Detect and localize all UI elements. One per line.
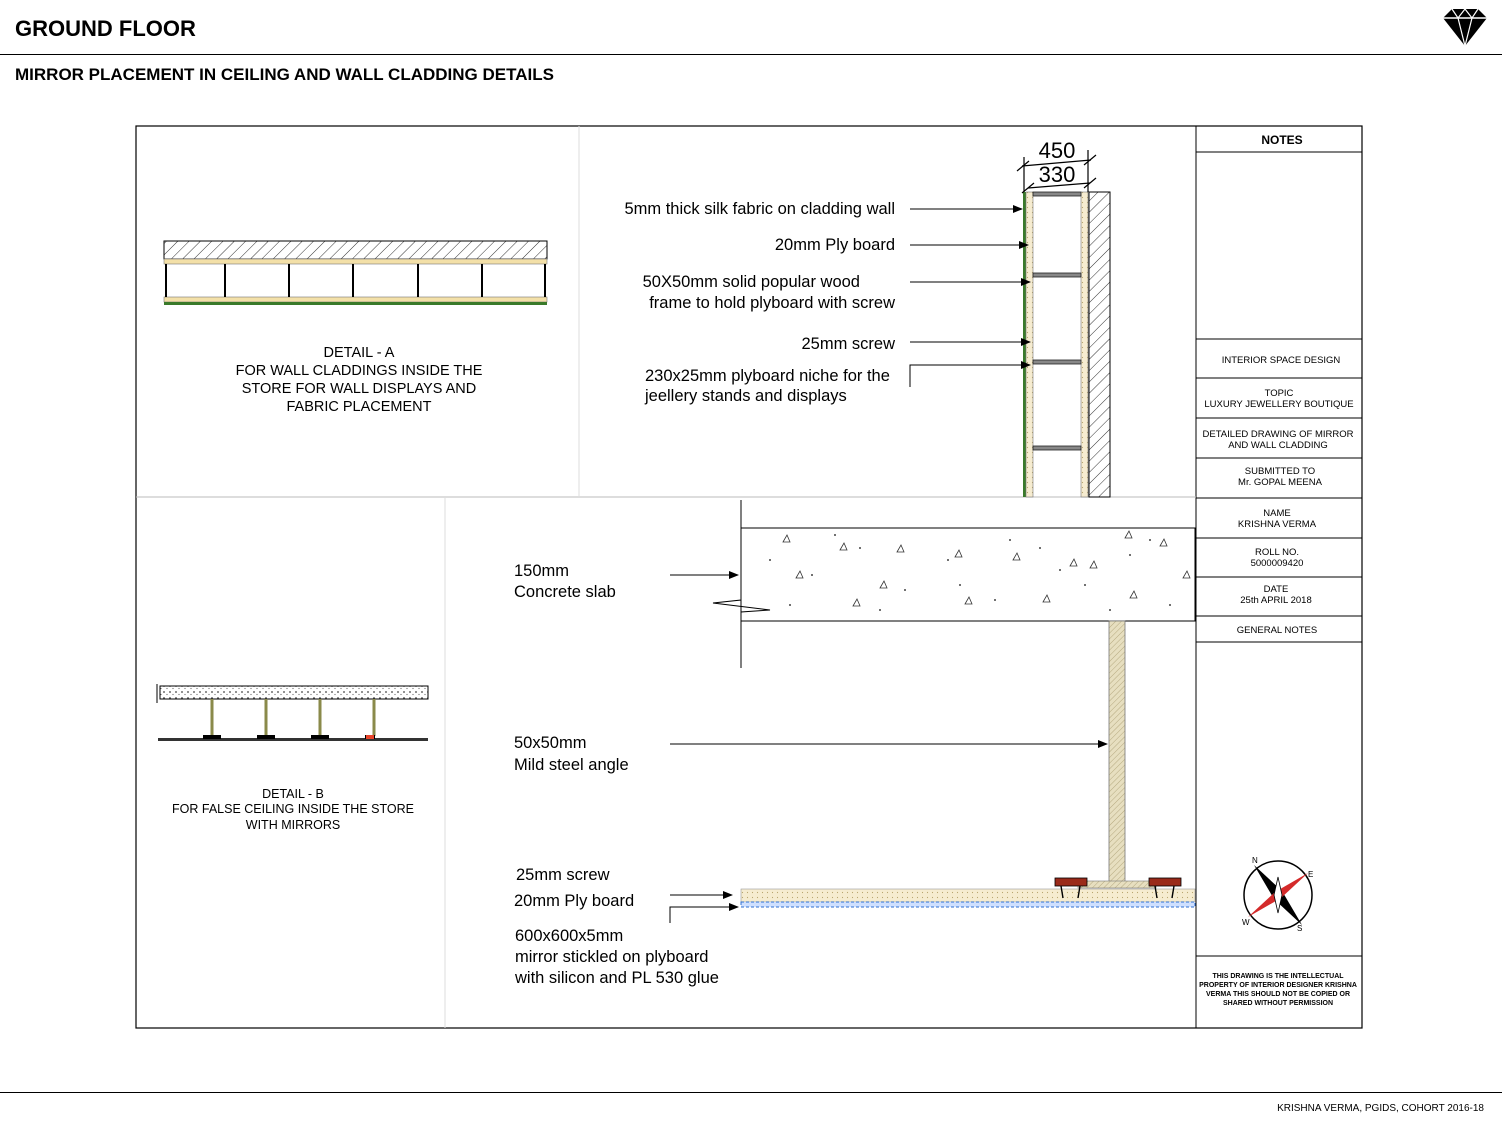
svg-text:5000009420: 5000009420: [1251, 558, 1304, 569]
tb-name: NAME: [1263, 508, 1290, 519]
svg-text:VERMA THIS SHOULD NOT BE COPIE: VERMA THIS SHOULD NOT BE COPIED OR: [1206, 991, 1350, 998]
tb-date: DATE: [1264, 584, 1289, 595]
svg-text:frame to hold plyboard with s: frame to hold plyboard with screw: [649, 294, 895, 312]
detail-a-mini-section: [163, 240, 548, 305]
svg-text:Mr. GOPAL MEENA: Mr. GOPAL MEENA: [1238, 477, 1323, 488]
detail-b-caption: DETAIL - B FOR FALSE CEILING INSIDE THE …: [172, 787, 414, 832]
label-b-screw: 25mm screw: [516, 866, 610, 884]
dimension-330: 330: [1039, 162, 1076, 187]
notes-heading: NOTES: [1261, 133, 1302, 147]
disclaimer: THIS DRAWING IS THE INTELLECTUAL PROPERT…: [1199, 973, 1357, 1007]
label-concrete-slab: 150mm: [514, 562, 569, 580]
detail-b-leaders: [669, 571, 1108, 923]
compass-w: W: [1242, 918, 1250, 927]
compass-n: N: [1252, 856, 1258, 865]
compass-rose-icon: N E S W: [1242, 856, 1313, 933]
svg-text:LUXURY JEWELLERY BOUTIQUE: LUXURY JEWELLERY BOUTIQUE: [1204, 399, 1353, 410]
svg-text:Concrete slab: Concrete slab: [514, 583, 616, 601]
detail-b-title: DETAIL - B: [262, 787, 324, 801]
tb-topic: TOPIC: [1265, 388, 1294, 399]
svg-text:STORE FOR WALL DISPLAYS AND: STORE FOR WALL DISPLAYS AND: [242, 381, 476, 397]
tb-submitted-to: SUBMITTED TO: [1245, 466, 1315, 477]
detail-a-wall-section: 450 330: [1016, 138, 1111, 498]
label-silk-fabric: 5mm thick silk fabric on cladding wall: [624, 200, 895, 218]
detail-b-ceiling-section: [712, 500, 1196, 908]
compass-e: E: [1308, 870, 1313, 879]
svg-text:KRISHNA VERMA: KRISHNA VERMA: [1238, 519, 1317, 530]
svg-text:jeellery stands and displays: jeellery stands and displays: [644, 387, 847, 405]
svg-text:mirror stickled on plyboard: mirror stickled on plyboard: [515, 948, 709, 966]
label-b-ply-board: 20mm Ply board: [514, 892, 634, 910]
tb-roll-no: ROLL NO.: [1255, 547, 1299, 558]
diamond-logo-icon: [1443, 8, 1487, 47]
footer-rule: [0, 1092, 1502, 1093]
svg-text:WITH MIRRORS: WITH MIRRORS: [246, 818, 340, 832]
svg-text:FABRIC PLACEMENT: FABRIC PLACEMENT: [286, 399, 431, 415]
svg-text:with silicon and PL 530 glue: with silicon and PL 530 glue: [514, 969, 719, 987]
tb-course: INTERIOR SPACE DESIGN: [1222, 355, 1341, 366]
compass-s: S: [1297, 924, 1302, 933]
label-ply-board: 20mm Ply board: [775, 236, 895, 254]
svg-text:FOR WALL CLADDINGS INSIDE THE: FOR WALL CLADDINGS INSIDE THE: [236, 363, 483, 379]
dimension-450: 450: [1039, 138, 1076, 163]
label-steel-angle: 50x50mm: [514, 734, 586, 752]
footer-credit: KRISHNA VERMA, PGIDS, COHORT 2016-18: [1277, 1103, 1484, 1114]
label-plyboard-niche: 230x25mm plyboard niche for the: [645, 367, 890, 385]
header-rule: [0, 54, 1502, 55]
svg-text:FOR FALSE CEILING INSIDE THE S: FOR FALSE CEILING INSIDE THE STORE: [172, 802, 414, 816]
detail-b-labels: 150mm Concrete slab 50x50mm Mild steel a…: [514, 562, 719, 987]
svg-text:SHARED WITHOUT PERMISSION: SHARED WITHOUT PERMISSION: [1223, 1000, 1333, 1007]
svg-text:25th APRIL 2018: 25th APRIL 2018: [1240, 595, 1311, 606]
detail-b-mini-section: [156, 684, 429, 741]
svg-text:AND WALL CLADDING: AND WALL CLADDING: [1228, 440, 1328, 451]
label-screw: 25mm screw: [801, 335, 895, 353]
detail-a-title: DETAIL - A: [324, 345, 395, 361]
tb-general-notes: GENERAL NOTES: [1237, 625, 1317, 636]
page-title: GROUND FLOOR: [15, 16, 196, 41]
detail-a-leaders: [909, 205, 1031, 387]
tb-drawing-title: DETAILED DRAWING OF MIRROR: [1203, 429, 1354, 440]
label-wood-frame: 50X50mm solid popular wood: [643, 273, 860, 291]
svg-text:Mild steel angle: Mild steel angle: [514, 756, 629, 774]
title-block: [1196, 151, 1362, 957]
label-mirror: 600x600x5mm: [515, 927, 623, 945]
svg-text:THIS DRAWING IS THE INTELLECTU: THIS DRAWING IS THE INTELLECTUAL: [1212, 973, 1344, 980]
title-block-cells: INTERIOR SPACE DESIGN TOPIC LUXURY JEWEL…: [1203, 355, 1354, 636]
detail-a-labels: 5mm thick silk fabric on cladding wall 2…: [624, 200, 895, 405]
svg-text:PROPERTY OF INTERIOR DESIGNER: PROPERTY OF INTERIOR DESIGNER KRISHNA: [1199, 982, 1357, 989]
detail-a-caption: DETAIL - A FOR WALL CLADDINGS INSIDE THE…: [236, 345, 483, 415]
drawing-subtitle: MIRROR PLACEMENT IN CEILING AND WALL CLA…: [15, 65, 554, 84]
